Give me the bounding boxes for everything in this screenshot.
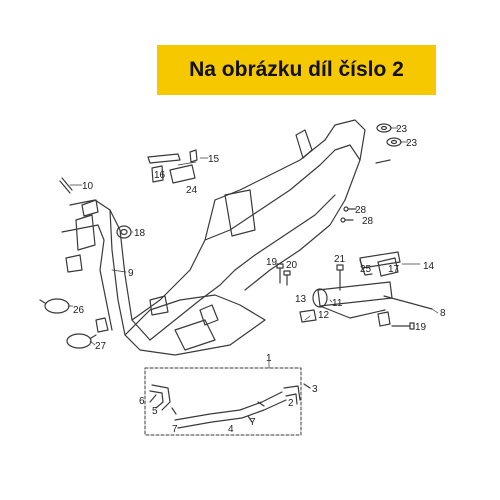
callout-labels: 10 15 16 24 23 23 18 9 28 28 19 20 21 25… xyxy=(73,124,446,435)
hose-part-2 xyxy=(149,384,301,411)
callout-9: 9 xyxy=(128,268,134,279)
callout-17: 17 xyxy=(388,264,400,275)
callout-10: 10 xyxy=(82,181,94,192)
clip-3 xyxy=(303,383,311,389)
callout-23-a: 23 xyxy=(396,124,408,135)
main-frame xyxy=(61,119,366,356)
callout-13: 13 xyxy=(295,294,307,305)
callout-19-b: 19 xyxy=(415,322,427,333)
bracket-parts xyxy=(147,149,198,184)
callout-4: 4 xyxy=(228,424,234,435)
callout-26: 26 xyxy=(73,305,85,316)
assembly-group-box xyxy=(144,367,302,436)
callout-11: 11 xyxy=(332,298,343,309)
hose-part-4 xyxy=(174,391,283,421)
callout-19-a: 19 xyxy=(266,257,278,268)
washer-23-a xyxy=(376,123,392,133)
clip-7-a xyxy=(171,407,177,415)
callout-6: 6 xyxy=(139,396,145,407)
callout-20: 20 xyxy=(286,260,298,271)
callout-21: 21 xyxy=(334,254,346,265)
clip-7-b xyxy=(247,415,253,423)
washer-18 xyxy=(116,225,132,239)
callout-28-b: 28 xyxy=(362,216,374,227)
callout-14: 14 xyxy=(423,261,435,272)
clamp-27 xyxy=(66,333,97,349)
callout-16: 16 xyxy=(154,170,166,181)
callout-28-a: 28 xyxy=(355,205,367,216)
callout-25: 25 xyxy=(360,264,372,275)
callout-5: 5 xyxy=(152,406,158,417)
callout-2: 2 xyxy=(288,398,294,409)
callout-7-b: 7 xyxy=(250,417,256,428)
callout-24: 24 xyxy=(186,185,198,196)
part-number-banner: Na obrázku díl číslo 2 xyxy=(157,45,436,95)
callout-1: 1 xyxy=(266,353,272,364)
stand-assembly xyxy=(299,281,433,327)
side-bracket xyxy=(359,251,401,277)
washer-23-b xyxy=(386,137,402,147)
callout-15: 15 xyxy=(208,154,220,165)
clip-6 xyxy=(149,394,157,403)
leader-lines xyxy=(67,127,439,369)
callout-23-b: 23 xyxy=(406,138,418,149)
callout-12: 12 xyxy=(318,310,330,321)
callout-8: 8 xyxy=(440,308,446,319)
banner-text: Na obrázku díl číslo 2 xyxy=(189,58,404,81)
pin-10 xyxy=(61,177,73,191)
callout-18: 18 xyxy=(134,228,146,239)
clamp-26 xyxy=(39,298,70,314)
callout-3: 3 xyxy=(312,384,318,395)
callout-27: 27 xyxy=(95,341,107,352)
callout-7-a: 7 xyxy=(172,424,178,435)
